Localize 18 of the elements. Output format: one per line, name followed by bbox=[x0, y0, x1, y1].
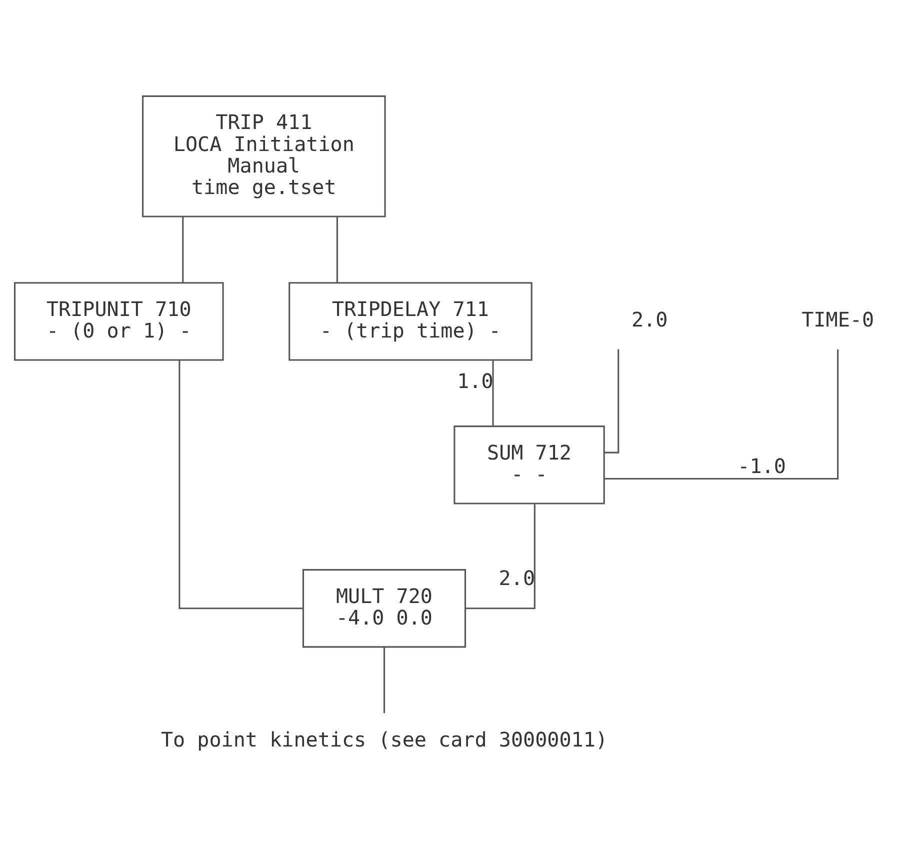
node-box: SUM 712 - - bbox=[454, 426, 605, 504]
node-box: MULT 720 -4.0 0.0 bbox=[302, 569, 466, 648]
node-text: 2.0 bbox=[631, 308, 668, 332]
connector bbox=[492, 360, 494, 426]
edge-label: -1.0 bbox=[738, 454, 786, 478]
node-box: TRIPDELAY 711 - (trip time) - bbox=[288, 282, 532, 361]
connector bbox=[604, 350, 839, 480]
node-text: TIME-0 bbox=[802, 308, 874, 332]
edge-label: 1.0 bbox=[457, 368, 494, 393]
node-box: TRIP 411 LOCA Initiation Manual time ge.tset bbox=[142, 95, 386, 218]
connector bbox=[178, 360, 303, 610]
node-text: To point kinetics (see card 30000011) bbox=[160, 727, 608, 752]
connector bbox=[466, 504, 536, 610]
edge-label: 2.0 bbox=[498, 566, 536, 590]
connector bbox=[383, 647, 386, 714]
connector bbox=[182, 216, 184, 282]
connector bbox=[336, 216, 338, 282]
node-box: TRIPUNIT 710 - (0 or 1) - bbox=[14, 282, 224, 361]
